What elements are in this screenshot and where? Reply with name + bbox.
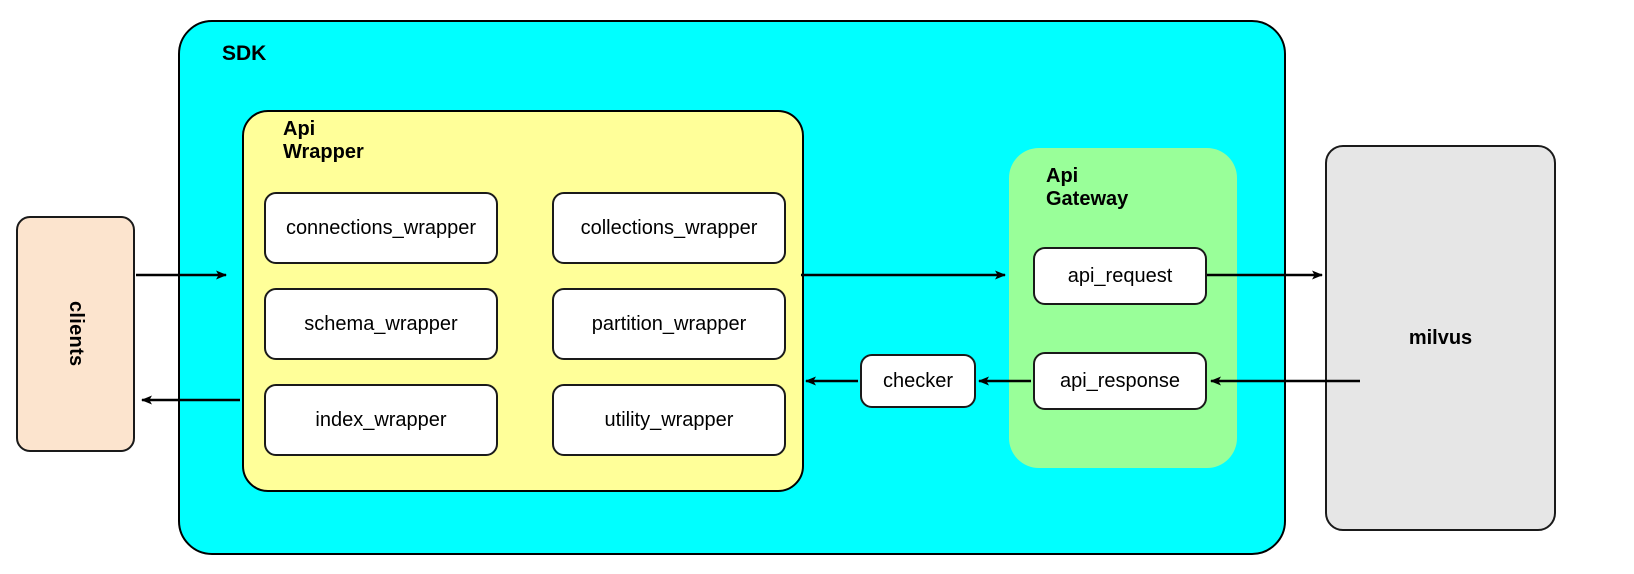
module-index-wrapper[interactable]: index_wrapper [264, 384, 498, 456]
node-milvus[interactable]: milvus [1325, 145, 1556, 531]
api-gateway-title: Api Gateway [1046, 165, 1129, 210]
module-connections-wrapper[interactable]: connections_wrapper [264, 192, 498, 264]
sdk-title: SDK [222, 42, 267, 65]
module-collections-wrapper[interactable]: collections_wrapper [552, 192, 786, 264]
node-api-response[interactable]: api_response [1033, 352, 1207, 410]
node-clients[interactable]: clients [16, 216, 135, 452]
node-checker[interactable]: checker [860, 354, 976, 408]
module-utility-wrapper[interactable]: utility_wrapper [552, 384, 786, 456]
clients-label: clients [65, 301, 87, 367]
api-wrapper-title: Api Wrapper [283, 118, 364, 163]
module-schema-wrapper[interactable]: schema_wrapper [264, 288, 498, 360]
module-partition-wrapper[interactable]: partition_wrapper [552, 288, 786, 360]
node-api-request[interactable]: api_request [1033, 247, 1207, 305]
api-gateway-container [1009, 148, 1237, 468]
